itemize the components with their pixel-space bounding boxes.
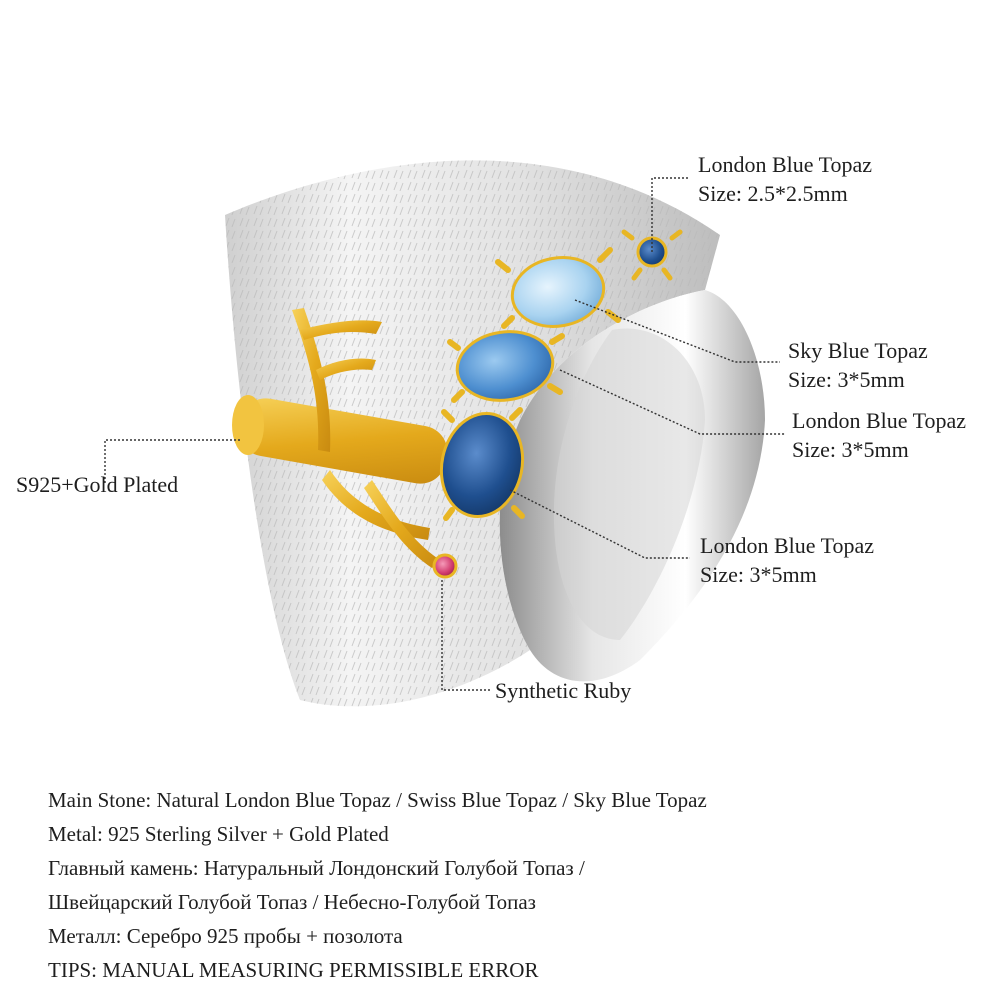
- leader-sky-blue: [574, 299, 780, 363]
- callout-stone-size: Size: 3*5mm: [792, 437, 909, 462]
- gold-bamboo: [232, 308, 448, 568]
- leader-ruby: [441, 580, 490, 691]
- ring-illustration: [104, 160, 785, 707]
- callout-stone-size: Size: 3*5mm: [700, 562, 817, 587]
- callout-stone-name: London Blue Topaz: [792, 408, 967, 433]
- callout-stone-size: Size: 2.5*2.5mm: [698, 181, 848, 206]
- leader-london-blue-low: [509, 489, 690, 559]
- callout-ruby-name: Synthetic Ruby: [495, 678, 632, 703]
- callout-stone-name: London Blue Topaz: [700, 533, 875, 558]
- spec-main-stone: Main Stone: Natural London Blue Topaz / …: [48, 788, 707, 812]
- callout-london-blue-mid: London Blue Topaz Size: 3*5mm: [792, 406, 966, 464]
- callout-ruby: Synthetic Ruby: [495, 676, 631, 705]
- stone-sky-blue: [495, 247, 621, 329]
- callout-stone-size: Size: 3*5mm: [788, 367, 905, 392]
- callout-stone-name: London Blue Topaz: [698, 152, 873, 177]
- leader-london-blue-small: [651, 177, 690, 252]
- spec-main-stone-ru-line2: Швейцарский Голубой Топаз / Небесно-Голу…: [48, 890, 536, 914]
- spec-main-stone-ru-line1: Главный камень: Натуральный Лондонский Г…: [48, 856, 585, 880]
- leader-london-blue-mid: [559, 369, 785, 435]
- callout-metal-name: S925+Gold Plated: [16, 472, 179, 497]
- spec-metal-ru: Металл: Серебро 925 пробы + позолота: [48, 924, 403, 948]
- spec-metal: Metal: 925 Sterling Silver + Gold Plated: [48, 822, 389, 846]
- stone-london-blue-oval: [439, 407, 525, 521]
- callout-london-blue-small: London Blue Topaz Size: 2.5*2.5mm: [698, 150, 872, 208]
- spec-tips: TIPS: MANUAL MEASURING PERMISSIBLE ERROR: [48, 958, 539, 982]
- callout-stone-name: Sky Blue Topaz: [788, 338, 928, 363]
- leader-metal: [104, 439, 240, 484]
- callout-london-blue-low: London Blue Topaz Size: 3*5mm: [700, 531, 874, 589]
- stone-synthetic-ruby: [432, 553, 458, 579]
- callout-metal: S925+Gold Plated: [16, 470, 178, 499]
- stone-swiss-blue: [447, 330, 565, 403]
- leader-lines: [104, 177, 785, 691]
- callout-sky-blue: Sky Blue Topaz Size: 3*5mm: [788, 336, 928, 394]
